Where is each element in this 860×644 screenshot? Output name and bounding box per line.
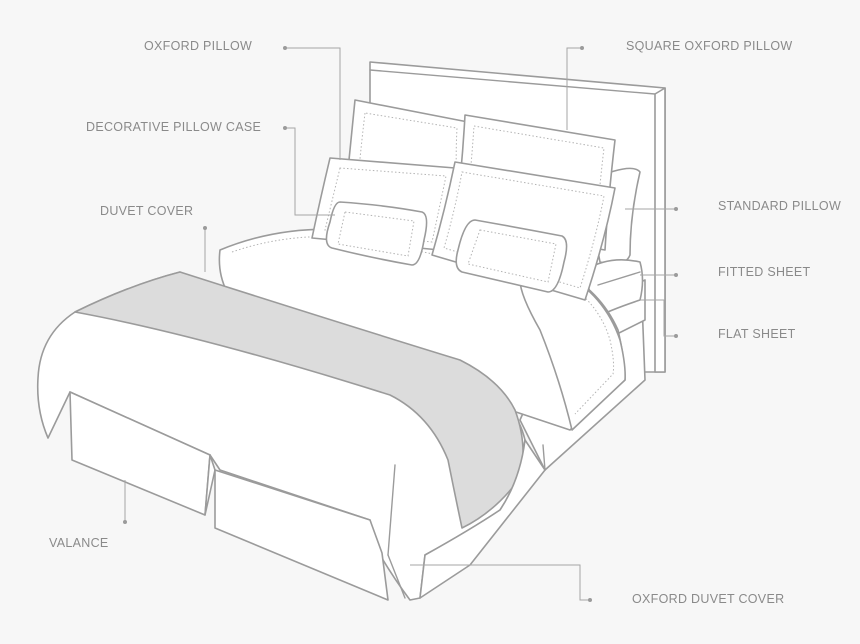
decorative-pillows xyxy=(325,201,568,293)
label-oxford-duvet-cover: OXFORD DUVET COVER xyxy=(632,592,785,606)
valance xyxy=(69,391,546,601)
label-square-oxford-pillow: SQUARE OXFORD PILLOW xyxy=(626,39,793,53)
duvet-runner xyxy=(74,271,524,529)
label-flat-sheet: FLAT SHEET xyxy=(718,327,796,341)
label-fitted-sheet: FITTED SHEET xyxy=(718,265,811,279)
label-duvet-cover: DUVET COVER xyxy=(100,204,194,218)
label-decorative-pillow-case: DECORATIVE PILLOW CASE xyxy=(86,120,262,134)
label-standard-pillow: STANDARD PILLOW xyxy=(718,199,842,213)
leader-lines xyxy=(123,46,678,602)
label-valance: VALANCE xyxy=(49,536,109,550)
label-oxford-pillow: OXFORD PILLOW xyxy=(144,39,253,53)
